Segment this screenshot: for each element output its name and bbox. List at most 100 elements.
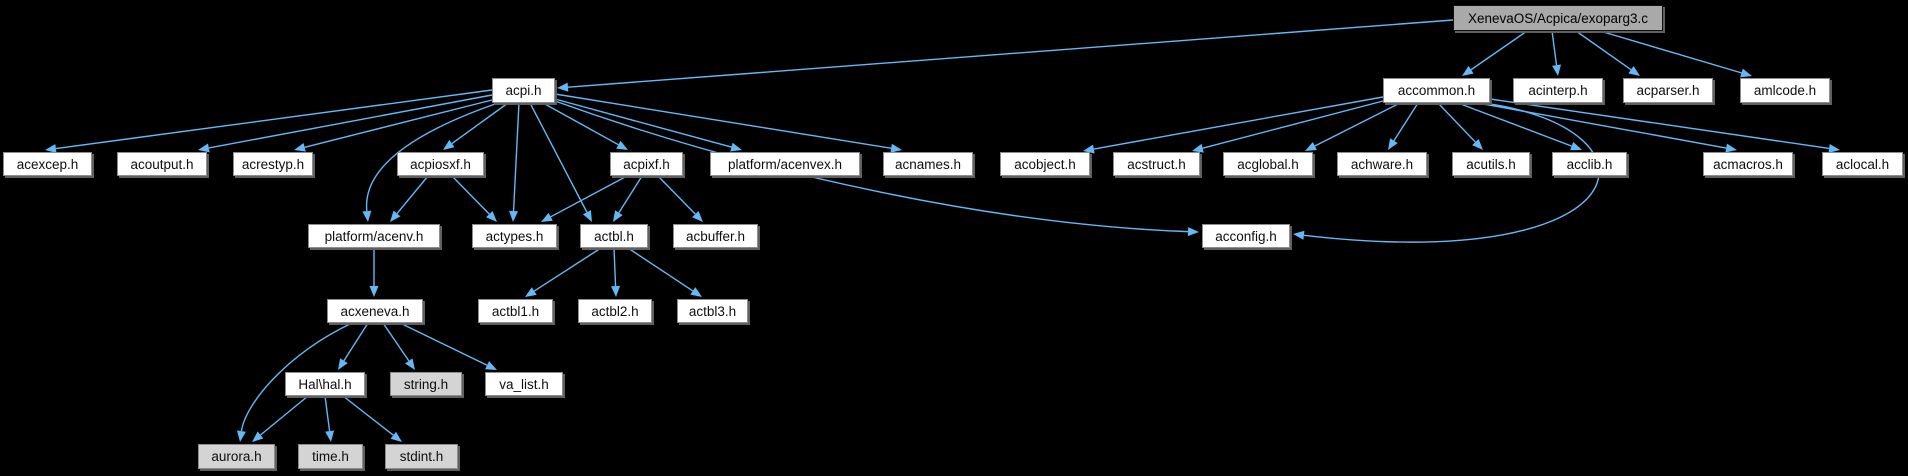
node-actbl2[interactable]: actbl2.h	[578, 299, 652, 323]
node-stdint: stdint.h	[385, 444, 458, 469]
node-acenvex[interactable]: platform/acenvex.h	[710, 152, 860, 176]
arrowhead-accommon-acclib	[1570, 141, 1582, 151]
arrowhead-acxeneva-valist	[485, 361, 497, 370]
arrowhead-acpixf-actbl	[613, 210, 623, 222]
edge-acpi-acenvex	[554, 98, 732, 148]
node-label: Hal\hal.h	[298, 376, 352, 392]
node-acmacros[interactable]: acmacros.h	[1703, 152, 1793, 176]
node-label: acpiosxf.h	[410, 156, 471, 172]
arrowhead-accommon-acconfig	[1293, 230, 1305, 240]
edge-acpi-acoutput	[208, 94, 493, 149]
node-acutils[interactable]: acutils.h	[1452, 152, 1530, 176]
node-acconfig[interactable]: acconfig.h	[1202, 224, 1290, 248]
node-label: acconfig.h	[1215, 228, 1277, 244]
node-acnames[interactable]: acnames.h	[883, 152, 973, 176]
edge-acpiosxf-actypes	[451, 175, 490, 215]
node-label: acmacros.h	[1713, 156, 1783, 172]
node-label: acobject.h	[1014, 156, 1076, 172]
node-acxeneva[interactable]: acxeneva.h	[327, 299, 423, 323]
arrowhead-acpi-acenvex	[730, 142, 742, 152]
node-label: string.h	[403, 376, 449, 392]
node-label: time.h	[312, 449, 349, 464]
node-hal[interactable]: Hal\hal.h	[285, 372, 365, 396]
arrowhead-acenv-acxeneva	[369, 286, 379, 297]
node-amlcode[interactable]: amlcode.h	[1740, 78, 1830, 103]
node-label: acpixf.h	[623, 156, 670, 172]
edge-acpi-acexcep	[55, 89, 493, 150]
node-string: string.h	[390, 372, 462, 396]
node-actbl1[interactable]: actbl1.h	[478, 299, 553, 323]
node-label: acclib.h	[1566, 156, 1613, 172]
node-label: actbl3.h	[688, 303, 737, 319]
edge-acpi-acconfig	[554, 100, 1189, 233]
arrowhead-actbl-actbl1	[525, 287, 537, 297]
arrowhead-acpiosxf-actypes	[486, 210, 497, 222]
edge-root-amlcode	[1599, 30, 1742, 74]
node-actypes[interactable]: actypes.h	[472, 224, 557, 248]
node-acbuffer[interactable]: acbuffer.h	[673, 224, 758, 248]
arrowhead-acpi-acpiosxf	[443, 139, 455, 150]
node-label: achware.h	[1350, 156, 1414, 172]
arrowhead-acxeneva-string	[405, 358, 415, 370]
node-label: acnames.h	[894, 156, 962, 172]
edge-acpiosxf-acenv	[396, 175, 429, 214]
node-label: accommon.h	[1397, 83, 1476, 98]
arrowhead-acxeneva-hal	[338, 358, 348, 370]
edge-accommon-achware	[1393, 102, 1419, 142]
arrowhead-hal-stdint	[390, 431, 402, 442]
node-label: va_list.h	[499, 376, 549, 392]
edge-acpi-acpixf	[542, 102, 619, 146]
node-label: aclocal.h	[1835, 156, 1890, 172]
arrowhead-acpixf-acbuffer	[692, 210, 703, 222]
node-acglobal[interactable]: acglobal.h	[1223, 152, 1313, 176]
node-label: acglobal.h	[1237, 156, 1299, 172]
edge-actbl-actbl2	[613, 247, 617, 287]
arrowhead-acpi-acpixf	[616, 140, 628, 150]
node-acpiosxf[interactable]: acpiosxf.h	[397, 152, 484, 176]
node-accommon[interactable]: accommon.h	[1383, 78, 1490, 103]
node-acrestyp[interactable]: acrestyp.h	[233, 152, 313, 176]
arrowhead-accommon-achware	[1388, 138, 1398, 150]
node-actbl3[interactable]: actbl3.h	[677, 299, 748, 323]
node-acobject[interactable]: acobject.h	[1000, 152, 1090, 176]
node-label: actypes.h	[485, 228, 544, 244]
edge-root-acpi	[567, 19, 1454, 88]
edge-acxeneva-hal	[343, 322, 369, 362]
node-acenv[interactable]: platform/acenv.h	[308, 224, 440, 248]
edge-acpixf-acbuffer	[657, 175, 696, 215]
node-acstruct[interactable]: acstruct.h	[1113, 152, 1200, 176]
node-acpixf[interactable]: acpixf.h	[610, 152, 683, 176]
node-acoutput[interactable]: acoutput.h	[117, 152, 207, 176]
edge-acpi-acenv	[366, 102, 499, 212]
arrowhead-acpi-actypes	[509, 210, 519, 222]
edge-actbl-actbl3	[627, 247, 694, 292]
edge-hal-time	[324, 395, 331, 432]
arrowhead-acpi-acrestyp	[294, 142, 306, 152]
arrowhead-root-amlcode	[1740, 68, 1752, 78]
node-valist[interactable]: va_list.h	[485, 372, 563, 396]
edge-hal-aurora	[260, 395, 309, 436]
edge-root-accommon	[1470, 30, 1528, 71]
node-acexcep[interactable]: acexcep.h	[3, 152, 92, 176]
node-acpi[interactable]: acpi.h	[492, 78, 555, 103]
arrowhead-accommon-acstruct	[1192, 143, 1204, 153]
node-label: acexcep.h	[16, 156, 79, 172]
arrowhead-accommon-acmacros	[1725, 143, 1737, 153]
node-label: acrestyp.h	[241, 156, 305, 172]
node-aurora: aurora.h	[198, 444, 275, 469]
node-acinterp[interactable]: acinterp.h	[1513, 78, 1603, 103]
arrowhead-acpi-acenv	[362, 210, 372, 222]
arrowhead-actbl-actbl2	[611, 285, 621, 297]
edge-hal-stdint	[342, 395, 394, 436]
node-label: acparser.h	[1636, 83, 1700, 98]
node-aclocal[interactable]: aclocal.h	[1822, 152, 1903, 176]
node-actbl[interactable]: actbl.h	[580, 224, 648, 248]
node-label: platform/acenvex.h	[727, 156, 843, 172]
node-achware[interactable]: achware.h	[1337, 152, 1427, 176]
edge-acpi-acpiosxf	[451, 102, 509, 145]
node-acparser[interactable]: acparser.h	[1623, 78, 1713, 103]
node-acclib[interactable]: acclib.h	[1552, 152, 1627, 176]
arrowhead-acpi-acoutput	[198, 143, 210, 153]
node-label: stdint.h	[399, 449, 444, 464]
